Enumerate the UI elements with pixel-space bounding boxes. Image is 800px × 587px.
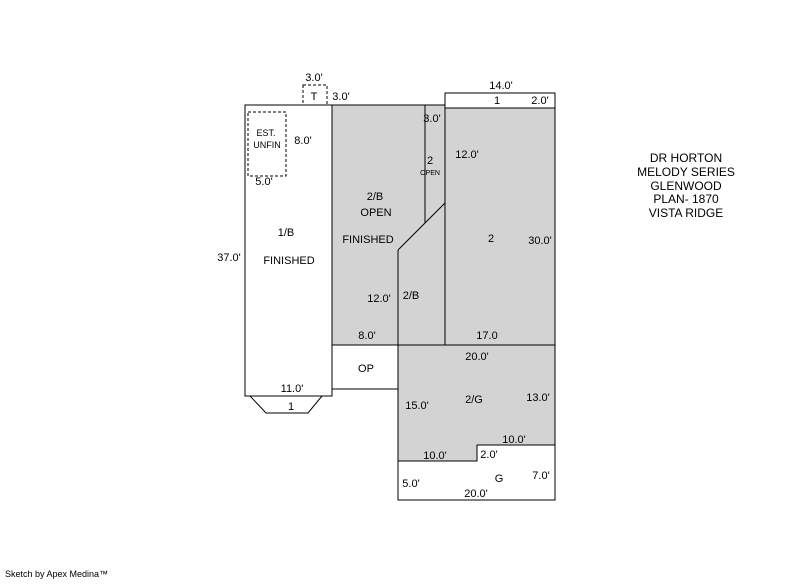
porch-strip-area xyxy=(444,92,556,109)
label-g2: 2/G xyxy=(465,394,483,406)
t-box xyxy=(302,84,328,106)
label-t: T xyxy=(311,91,318,103)
dim-g-left-height: 5.0' xyxy=(402,478,419,490)
dim-open-strip-width: 3.0' xyxy=(423,113,440,125)
dim-g2-left-height: 15.0' xyxy=(405,400,429,412)
dim-g2-top-width: 20.0' xyxy=(465,351,489,363)
dim-fl2-top-width: 14.0' xyxy=(489,80,513,92)
dim-g-step: 2.0' xyxy=(480,449,497,461)
dim-est-height: 8.0' xyxy=(294,135,311,147)
label-b2-finished: FINISHED xyxy=(342,234,393,246)
bay-area xyxy=(248,395,324,414)
label-b2: 2/B xyxy=(367,191,384,203)
dim-g-right-height: 7.0' xyxy=(532,470,549,482)
title-block-line-1: DR HORTON xyxy=(650,151,722,165)
label-b2-col: 2/B xyxy=(403,290,420,302)
label-b1-finished: FINISHED xyxy=(263,255,314,267)
title-block-line-5: VISTA RIDGE xyxy=(649,206,723,220)
dim-porch-depth: 2.0' xyxy=(531,95,548,107)
title-block-line-4: PLAN- 1870 xyxy=(653,192,719,206)
interior-wall-diagonal xyxy=(397,202,446,251)
upper-gray-area xyxy=(331,92,556,346)
label-bay: 1 xyxy=(288,401,294,413)
label-op: OP xyxy=(358,363,374,375)
dim-t-depth: 3.0' xyxy=(332,91,349,103)
label-open-strip: 2 xyxy=(427,155,433,167)
dim-g-bottom-width: 20.0' xyxy=(464,488,488,500)
garage-area xyxy=(397,444,556,501)
dim-b2-col-height: 12.0' xyxy=(367,293,391,305)
dim-est-width: 5.0' xyxy=(255,176,272,188)
label-porch: 1 xyxy=(494,95,500,107)
dim-op-width: 8.0' xyxy=(358,330,375,342)
label-est-line2: UNFIN xyxy=(253,140,281,150)
label-fl2: 2 xyxy=(488,233,494,245)
title-block-line-3: GLENWOOD xyxy=(650,179,722,193)
est-unfin-box xyxy=(247,111,287,177)
dim-fl2-height: 30.0' xyxy=(528,235,552,247)
label-b1: 1/B xyxy=(278,227,295,239)
dim-g-upper-width: 10.0' xyxy=(502,434,526,446)
dim-t-width: 3.0' xyxy=(305,72,322,84)
dim-b1-height: 37.0' xyxy=(217,252,241,264)
title-block-line-2: MELODY SERIES xyxy=(637,165,735,179)
dim-g2-right-height: 13.0' xyxy=(526,392,550,404)
label-est-line1: EST. xyxy=(256,128,275,138)
dim-g-lower-width: 10.0' xyxy=(423,450,447,462)
label-b2-open: OPEN xyxy=(360,207,391,219)
label-open-strip-open: OPEN xyxy=(420,170,440,177)
label-g: G xyxy=(495,473,504,485)
dim-fl2-upper-height: 12.0' xyxy=(455,149,479,161)
open-porch-area xyxy=(331,344,399,390)
dim-fl2-bottom-width: 17.0 xyxy=(476,330,497,342)
dim-b1-width: 11.0' xyxy=(281,383,304,395)
first-floor-basement-area xyxy=(244,104,333,397)
credit-text: Sketch by Apex Medina™ xyxy=(5,569,108,579)
